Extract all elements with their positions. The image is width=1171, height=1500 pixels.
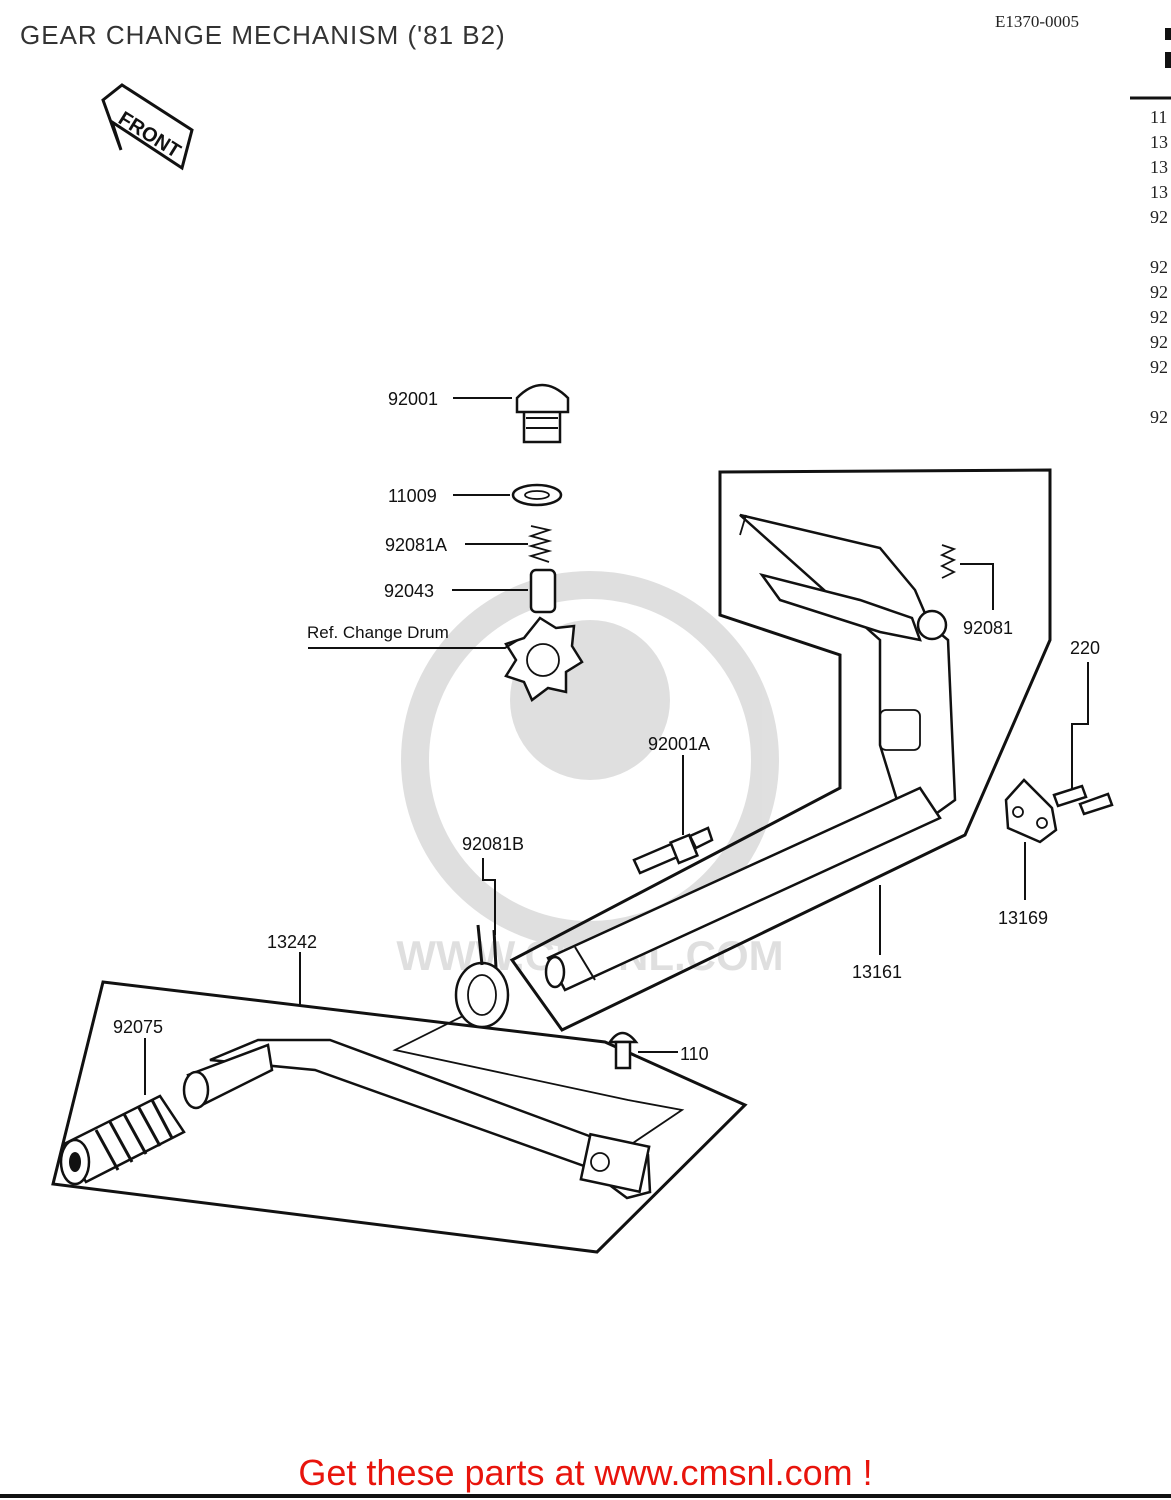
callout-11009[interactable]: 11009 [388,486,437,506]
index-entry: 11 [1150,107,1167,127]
washer-11009[interactable] [511,483,563,507]
torsion-spring-92081b[interactable] [454,924,510,1029]
callout-92001[interactable]: 92001 [388,389,438,409]
shift-shaft-frame [509,468,1052,1032]
callout-92043[interactable]: 92043 [384,581,434,601]
index-entry: 92 [1150,257,1168,277]
callout-13169[interactable]: 13169 [998,908,1048,928]
index-entry: 92 [1150,307,1168,327]
index-marker [1165,28,1171,40]
callout-110[interactable]: 110 [680,1044,709,1064]
plug-bolt-92001[interactable] [515,383,570,444]
shift-arm-13161[interactable] [544,513,957,992]
callout-13161[interactable]: 13161 [852,962,902,982]
spring-92081[interactable] [939,544,957,579]
parts-index-column: 11 13 13 13 92 92 92 92 92 92 92 [1150,107,1168,427]
bolt-110[interactable] [607,1031,639,1070]
reference-label: Ref. Change Drum [307,623,449,642]
page-title: GEAR CHANGE MECHANISM ('81 B2) [20,20,506,50]
stud-92001a[interactable] [632,826,714,875]
leader-lines [144,397,1089,1095]
index-entry: 92 [1150,407,1168,427]
index-entry: 92 [1150,357,1168,377]
pedal-inner-frame [392,1009,685,1146]
index-entry: 92 [1150,282,1168,302]
diagram-code: E1370-0005 [995,12,1080,31]
pedal-rubber-92075[interactable] [59,1094,186,1186]
index-entry: 13 [1150,182,1168,202]
callout-92081a[interactable]: 92081A [385,535,447,555]
pin-92043[interactable] [529,568,557,614]
change-drum-center [526,643,560,677]
callout-220[interactable]: 220 [1070,638,1100,658]
callout-92001a[interactable]: 92001A [648,734,710,754]
screws-220[interactable] [1052,784,1114,816]
callout-92081[interactable]: 92081 [963,618,1013,638]
index-entry: 13 [1150,132,1168,152]
callout-92075[interactable]: 92075 [113,1017,163,1037]
callout-13242[interactable]: 13242 [267,932,317,952]
index-entry: 92 [1150,207,1168,227]
shift-pedal-frame [51,980,748,1254]
index-entry: 92 [1150,332,1168,352]
washer-hole [524,490,550,500]
index-marker [1165,52,1171,68]
change-drum-star[interactable] [504,616,584,702]
spring-92081a[interactable] [527,525,553,563]
bottom-rule [0,1494,1171,1498]
plate-13169[interactable] [1004,778,1058,844]
front-arrow-icon[interactable]: FRONT [101,83,194,171]
callout-92081b[interactable]: 92081B [462,834,524,854]
footer-link[interactable]: Get these parts at www.cmsnl.com ! [298,1452,873,1493]
shift-pedal-13242[interactable] [182,1038,652,1200]
index-entry: 13 [1150,157,1168,177]
